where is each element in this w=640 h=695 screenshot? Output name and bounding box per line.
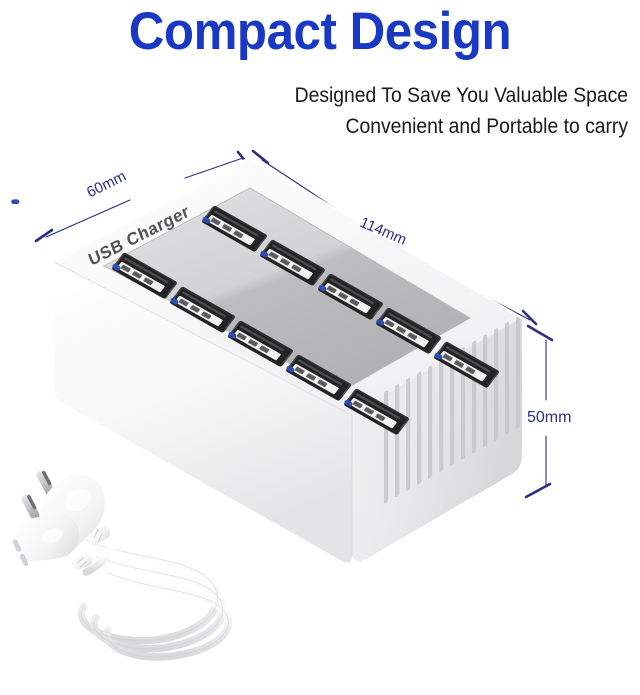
page-title: Compact Design	[128, 2, 512, 61]
subtitle-line-2: Convenient and Portable to carry	[345, 115, 628, 138]
usb-charger-body	[11, 157, 523, 563]
plug-strain-relief	[88, 525, 111, 545]
subtitle-line-1: Designed To Save You Valuable Space	[294, 84, 628, 107]
c7-connector	[12, 513, 80, 567]
dimension-height-50mm	[524, 324, 554, 499]
vent-slots	[384, 315, 521, 504]
dimension-label-height: 50mm	[527, 409, 572, 426]
power-cable	[12, 470, 233, 661]
led-indicators	[11, 199, 443, 407]
connector-strain-relief	[71, 554, 93, 570]
